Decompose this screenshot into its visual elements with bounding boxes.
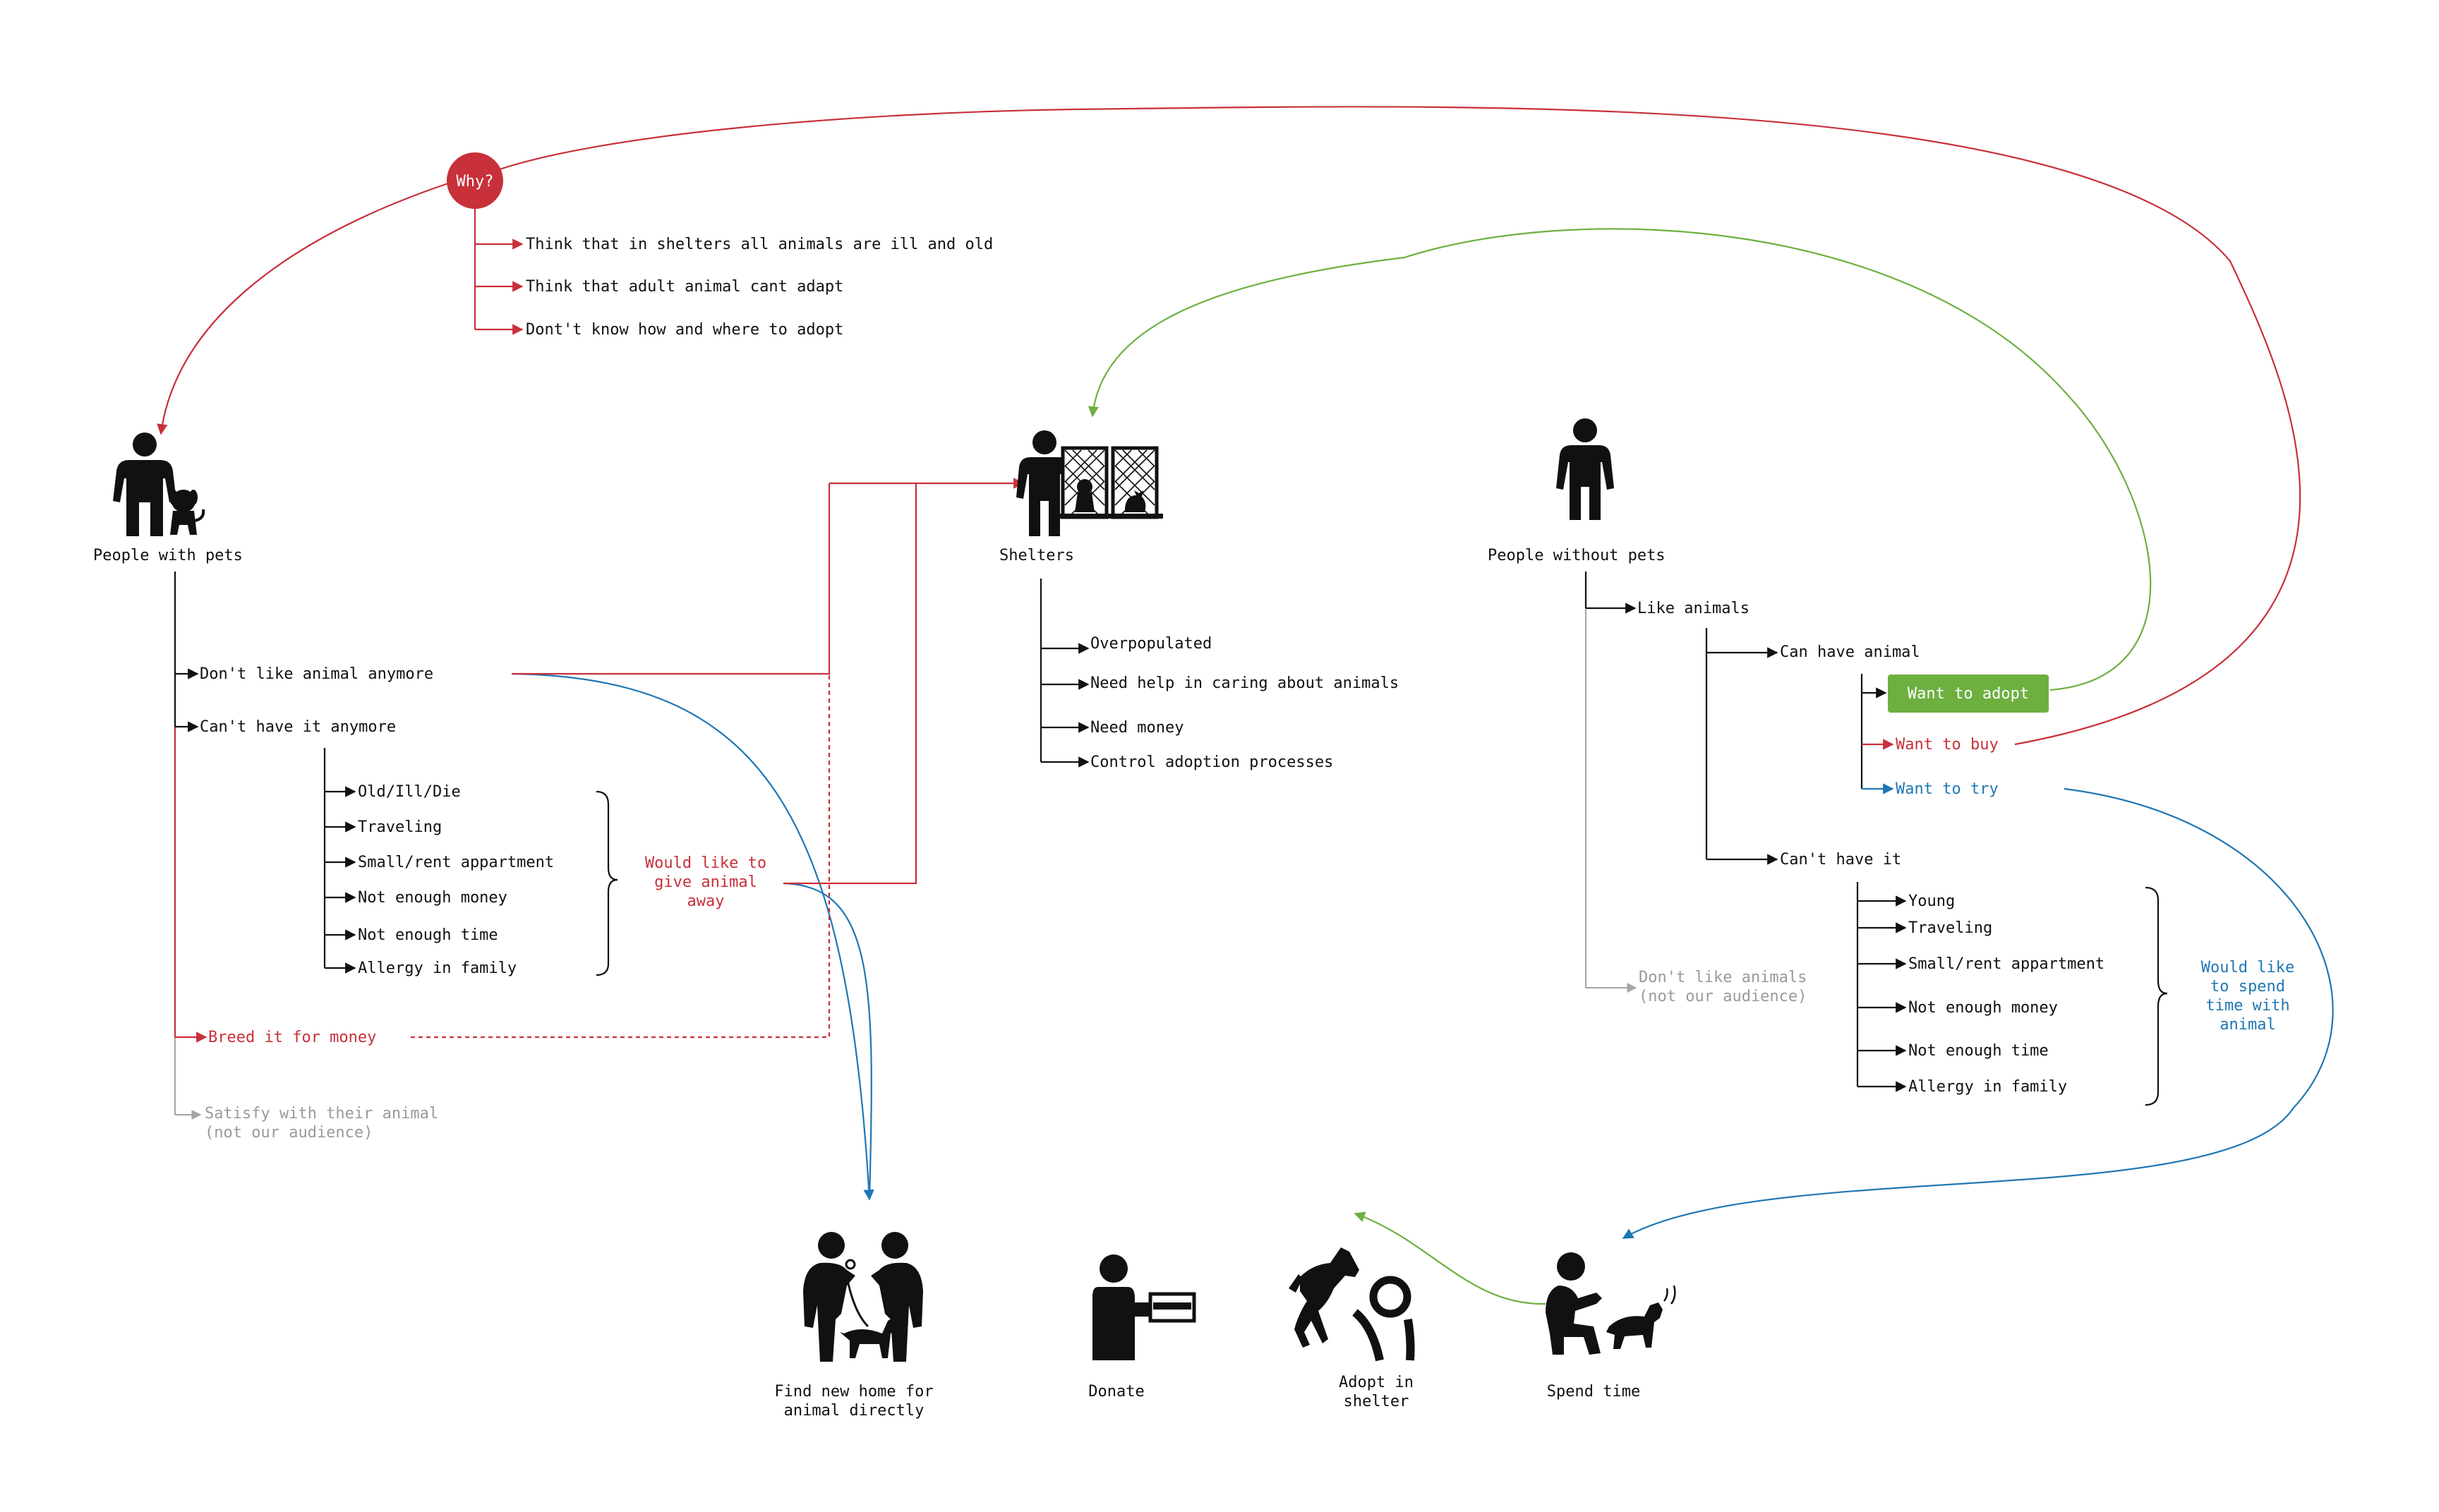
- pwop-reason-5: Not enough time: [1908, 1042, 2049, 1060]
- pwop-want-try: Want to try: [1896, 780, 1999, 798]
- donate-label: Donate: [1088, 1383, 1144, 1401]
- pwop-spend-note-line3: time with: [2205, 997, 2289, 1015]
- want-adopt-box: [1888, 675, 2049, 713]
- give-away-to-shelters-line: [783, 483, 917, 885]
- pwop-reasons-brace: [2145, 886, 2168, 1106]
- adopt-line2: shelter: [1344, 1393, 1409, 1410]
- pwp-reason-6: Allergy in family: [358, 960, 517, 977]
- pwop-reason-4: Not enough money: [1908, 999, 2058, 1017]
- pwop-spend-note-line4: animal: [2220, 1016, 2275, 1034]
- pwop-spend-note-line1: Would like: [2201, 959, 2294, 976]
- want-buy-to-why-arc: [499, 106, 2301, 746]
- pwp-dont-like: Don't like animal anymore: [200, 665, 433, 683]
- pwp-cant-have: Can't have it anymore: [200, 718, 396, 736]
- pwp-reason-1: Old/Ill/Die: [358, 783, 461, 801]
- pwp-give-away-line3: away: [687, 893, 725, 910]
- pwop-reason-6: Allergy in family: [1908, 1078, 2067, 1096]
- why-reason-1: Think that in shelters all animals are i…: [526, 236, 993, 253]
- want-try-to-spend-time-arc: [1622, 787, 2334, 1239]
- people-with-pets-label: People with pets: [93, 547, 243, 564]
- dont-like-to-find-home-arc: [511, 672, 874, 1201]
- pwop-want-buy: Want to buy: [1896, 736, 1999, 754]
- pwp-reasons-brace: [596, 790, 618, 976]
- shelter-icon: [1016, 430, 1163, 536]
- adopt-icon: [1289, 1247, 1415, 1362]
- pwp-give-away-line1: Would like to: [645, 854, 766, 872]
- pwp-reason-5: Not enough time: [358, 926, 498, 944]
- spend-time-label: Spend time: [1547, 1383, 1640, 1401]
- pwop-reason-3: Small/rent appartment: [1908, 955, 2104, 973]
- pwop-want-adopt: Want to adopt: [1908, 685, 2029, 703]
- want-adopt-to-shelters-arc: [1088, 228, 2152, 691]
- person-with-dog-icon: [113, 433, 205, 536]
- dont-like-to-shelters-line: [512, 483, 831, 675]
- pwp-breed: Breed it for money: [208, 1029, 376, 1046]
- pwp-reason-2: Traveling: [358, 818, 442, 836]
- pwop-reason-2: Traveling: [1908, 919, 1992, 937]
- find-home-line2: animal directly: [784, 1402, 925, 1420]
- shelters-item-2: Need help in caring about animals: [1090, 675, 1399, 692]
- why-circle: [447, 152, 503, 209]
- pwp-reason-4: Not enough money: [358, 889, 507, 907]
- shelters-item-3: Need money: [1090, 719, 1184, 737]
- shelters-item-4: Control adoption processes: [1090, 754, 1333, 771]
- pwop-cant-have: Can't have it: [1780, 851, 1901, 869]
- pwp-satisfy-line2: (not our audience): [205, 1124, 373, 1142]
- adopt-line1: Adopt in: [1339, 1374, 1414, 1391]
- pwop-like-animals: Like animals: [1637, 600, 1750, 617]
- people-without-pets-label: People without pets: [1488, 547, 1666, 564]
- pwop-reason-1: Young: [1908, 893, 1955, 910]
- spend-time-to-adopt-arc: [1354, 1211, 1546, 1305]
- pwp-reason-3: Small/rent appartment: [358, 854, 554, 871]
- why-reason-3: Dont't know how and where to adopt: [526, 321, 843, 339]
- shelters-label: Shelters: [999, 547, 1074, 564]
- find-home-line1: Find new home for: [774, 1383, 933, 1401]
- pwop-can-have: Can have animal: [1780, 643, 1920, 661]
- shelters-item-1: Overpopulated: [1090, 635, 1212, 653]
- pwp-give-away-line2: give animal: [654, 873, 757, 891]
- two-people-dog-icon: [803, 1232, 923, 1362]
- pwop-spend-note-line2: to spend: [2210, 978, 2285, 996]
- pwp-satisfy-line1: Satisfy with their animal: [205, 1105, 438, 1123]
- give-away-to-find-home-arc: [783, 882, 872, 1200]
- why-reason-2: Think that adult animal cant adapt: [526, 278, 843, 296]
- pwop-dont-like-line1: Don't like animals: [1639, 969, 1807, 986]
- donate-icon: [1092, 1254, 1196, 1360]
- why-label: Why?: [457, 173, 494, 190]
- spend-time-icon: [1546, 1252, 1676, 1355]
- why-to-people-with-pets-arc: [157, 179, 459, 435]
- pwop-dont-like-line2: (not our audience): [1639, 988, 1807, 1005]
- person-icon: [1556, 418, 1614, 520]
- breed-dashed-line: [411, 674, 831, 1039]
